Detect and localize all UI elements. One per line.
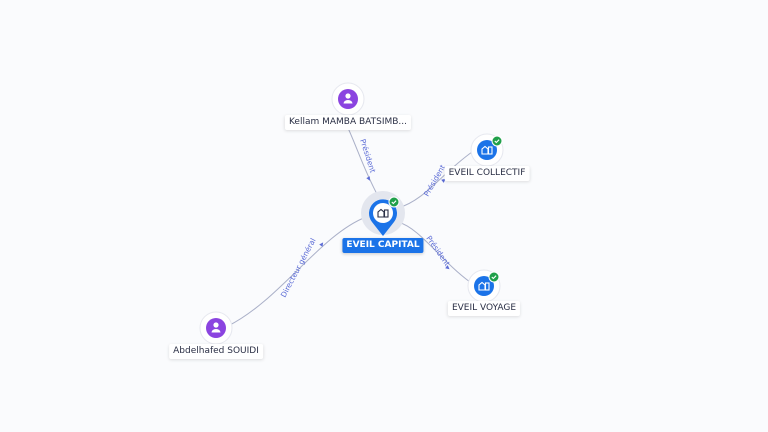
edge-center-to-collectif [397, 151, 473, 209]
node-kellam[interactable] [331, 82, 365, 116]
arrow-souidi [319, 242, 324, 247]
person-icon [211, 322, 221, 333]
verified-check-icon [491, 135, 503, 147]
node-center[interactable] [361, 191, 405, 236]
edge-label-souidi: Directeur général [279, 237, 318, 299]
edge-souidi-to-center [227, 216, 367, 327]
node-label-souidi[interactable]: Abdelhafed SOUIDI [169, 344, 263, 359]
arrow-voyage [445, 265, 450, 270]
edge-kellam-to-center [347, 127, 379, 197]
node-collectif[interactable] [470, 133, 504, 167]
node-label-collectif[interactable]: EVEIL COLLECTIF [444, 166, 530, 181]
node-label-voyage[interactable]: EVEIL VOYAGE [447, 301, 521, 316]
node-souidi[interactable] [199, 311, 233, 345]
arrow-collectif [441, 178, 446, 183]
node-voyage[interactable] [467, 269, 501, 303]
person-icon [343, 93, 353, 104]
company-icon [481, 145, 493, 155]
node-label-center[interactable]: EVEIL CAPITAL [342, 238, 424, 253]
edge-center-to-voyage [397, 221, 471, 283]
node-label-kellam[interactable]: Kellam MAMBA BATSIMB... [284, 115, 412, 130]
edge-label-kellam: Président [358, 138, 377, 174]
verified-check-icon [488, 271, 500, 283]
company-icon [478, 281, 490, 291]
edge-label-voyage: Président [424, 234, 451, 268]
arrow-kellam [366, 176, 370, 181]
company-icon [377, 208, 389, 218]
verified-check-icon [388, 196, 400, 208]
